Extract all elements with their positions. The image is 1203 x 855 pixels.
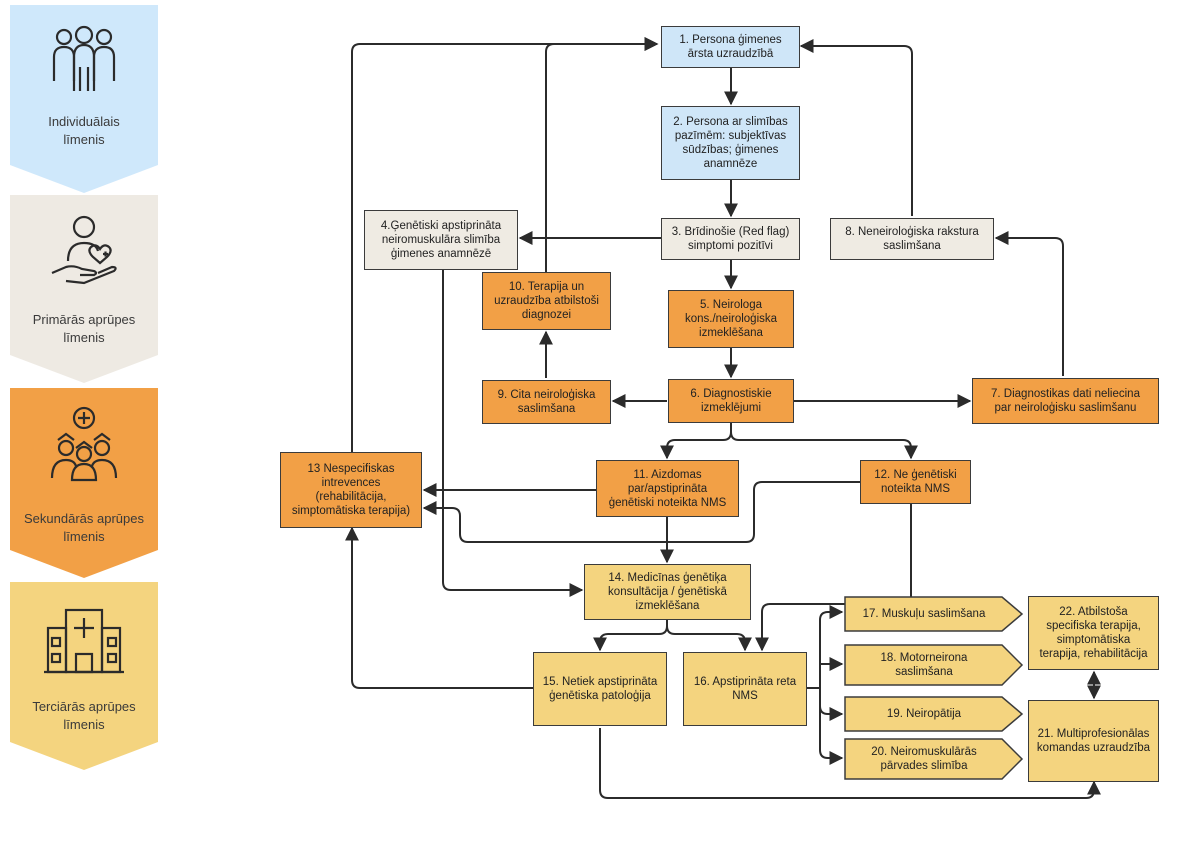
edge-4-14	[442, 270, 584, 597]
level-individual-shape	[10, 5, 158, 193]
node-15: 15. Netiek apstiprināta ģenētiska patolo…	[533, 652, 667, 726]
medical-team-icon	[50, 406, 118, 482]
level-tertiary-label: Terciārās aprūpes līmenis	[32, 699, 136, 732]
edge-16-17	[819, 605, 844, 688]
people-group-icon	[52, 25, 116, 91]
node-20-shape	[844, 738, 1024, 780]
level-tertiary: Terciārās aprūpes līmenis	[10, 582, 158, 770]
edge-8-1	[799, 39, 913, 216]
node-17-shape	[844, 596, 1024, 632]
hospital-icon	[44, 608, 124, 674]
node-18-shape	[844, 644, 1024, 686]
node-20-label: 20. Neiromuskulārās pārvades slimība	[871, 746, 977, 772]
node-17-label: 17. Muskuļu saslimšana	[862, 608, 986, 620]
edge-16-20	[819, 706, 844, 765]
node-13: 13 Nespecifiskas intrevences (rehabilitā…	[280, 452, 422, 528]
edge-14-16	[666, 625, 752, 652]
level-individual: Individuālais līmenis	[10, 5, 158, 193]
edge-6-split	[660, 423, 732, 460]
edge-16-19	[819, 688, 844, 721]
edge-7-8	[994, 231, 1064, 376]
edge-6-12	[730, 431, 918, 460]
node-21: 21. Multiprofesionālas komandas uzraudzī…	[1028, 700, 1159, 782]
level-primary: Primārās aprūpes līmenis	[10, 195, 158, 383]
edge-13-1	[351, 37, 659, 452]
node-10: 10. Terapija un uzraudzība atbilstoši di…	[482, 272, 611, 330]
node-12: 12. Ne ģenētiski noteikta NMS	[860, 460, 971, 504]
node-20: 20. Neiromuskulārās pārvades slimība	[844, 738, 1024, 780]
edge-15-21	[599, 728, 1101, 799]
node-9: 9. Cita neiroloģiska saslimšana	[482, 380, 611, 424]
edge-15-13	[345, 526, 534, 689]
level-individual-label: Individuālais līmenis	[48, 114, 120, 147]
node-19-shape	[844, 696, 1024, 732]
node-6: 6. Diagnostiskie izmeklējumi	[668, 379, 794, 423]
node-16: 16. Apstiprināta reta NMS	[683, 652, 807, 726]
node-8: 8. Neneiroloģiska rakstura saslimšana	[830, 218, 994, 260]
node-14: 14. Medicīnas ģenētiķa konsultācija / ģe…	[584, 564, 751, 620]
node-19-label: 19. Neiropātija	[886, 708, 962, 720]
node-11: 11. Aizdomas par/apstiprināta ģenētiski …	[596, 460, 739, 517]
node-4: 4.Ģenētiski apstiprināta neiromuskulāra …	[364, 210, 518, 270]
node-7: 7. Diagnostikas dati neliecina par neiro…	[972, 378, 1159, 424]
node-17: 17. Muskuļu saslimšana	[844, 596, 1024, 632]
node-18-label: 18. Motorneirona saslimšana	[880, 652, 968, 678]
edge-12-13	[422, 481, 860, 543]
node-5: 5. Neirologa kons./neiroloģiska izmeklēš…	[668, 290, 794, 348]
node-18: 18. Motorneirona saslimšana	[844, 644, 1024, 686]
node-22: 22. Atbilstoša specifiska terapija, simp…	[1028, 596, 1159, 670]
node-19: 19. Neiropātija	[844, 696, 1024, 732]
level-secondary-label: Sekundārās aprūpes līmenis	[24, 511, 144, 544]
node-1: 1. Persona ģimenes ārsta uzraudzībā	[661, 26, 800, 68]
edge-14-15	[593, 620, 668, 652]
node-3: 3. Brīdinošie (Red flag) simptomi pozitī…	[661, 218, 800, 260]
level-secondary-shape	[10, 388, 158, 578]
level-primary-shape	[10, 195, 158, 383]
level-primary-label: Primārās aprūpes līmenis	[32, 312, 136, 345]
node-2: 2. Persona ar slimības pazīmēm: subjektī…	[661, 106, 800, 180]
heart-hand-care-icon	[51, 215, 117, 285]
level-secondary: Sekundārās aprūpes līmenis	[10, 388, 158, 578]
